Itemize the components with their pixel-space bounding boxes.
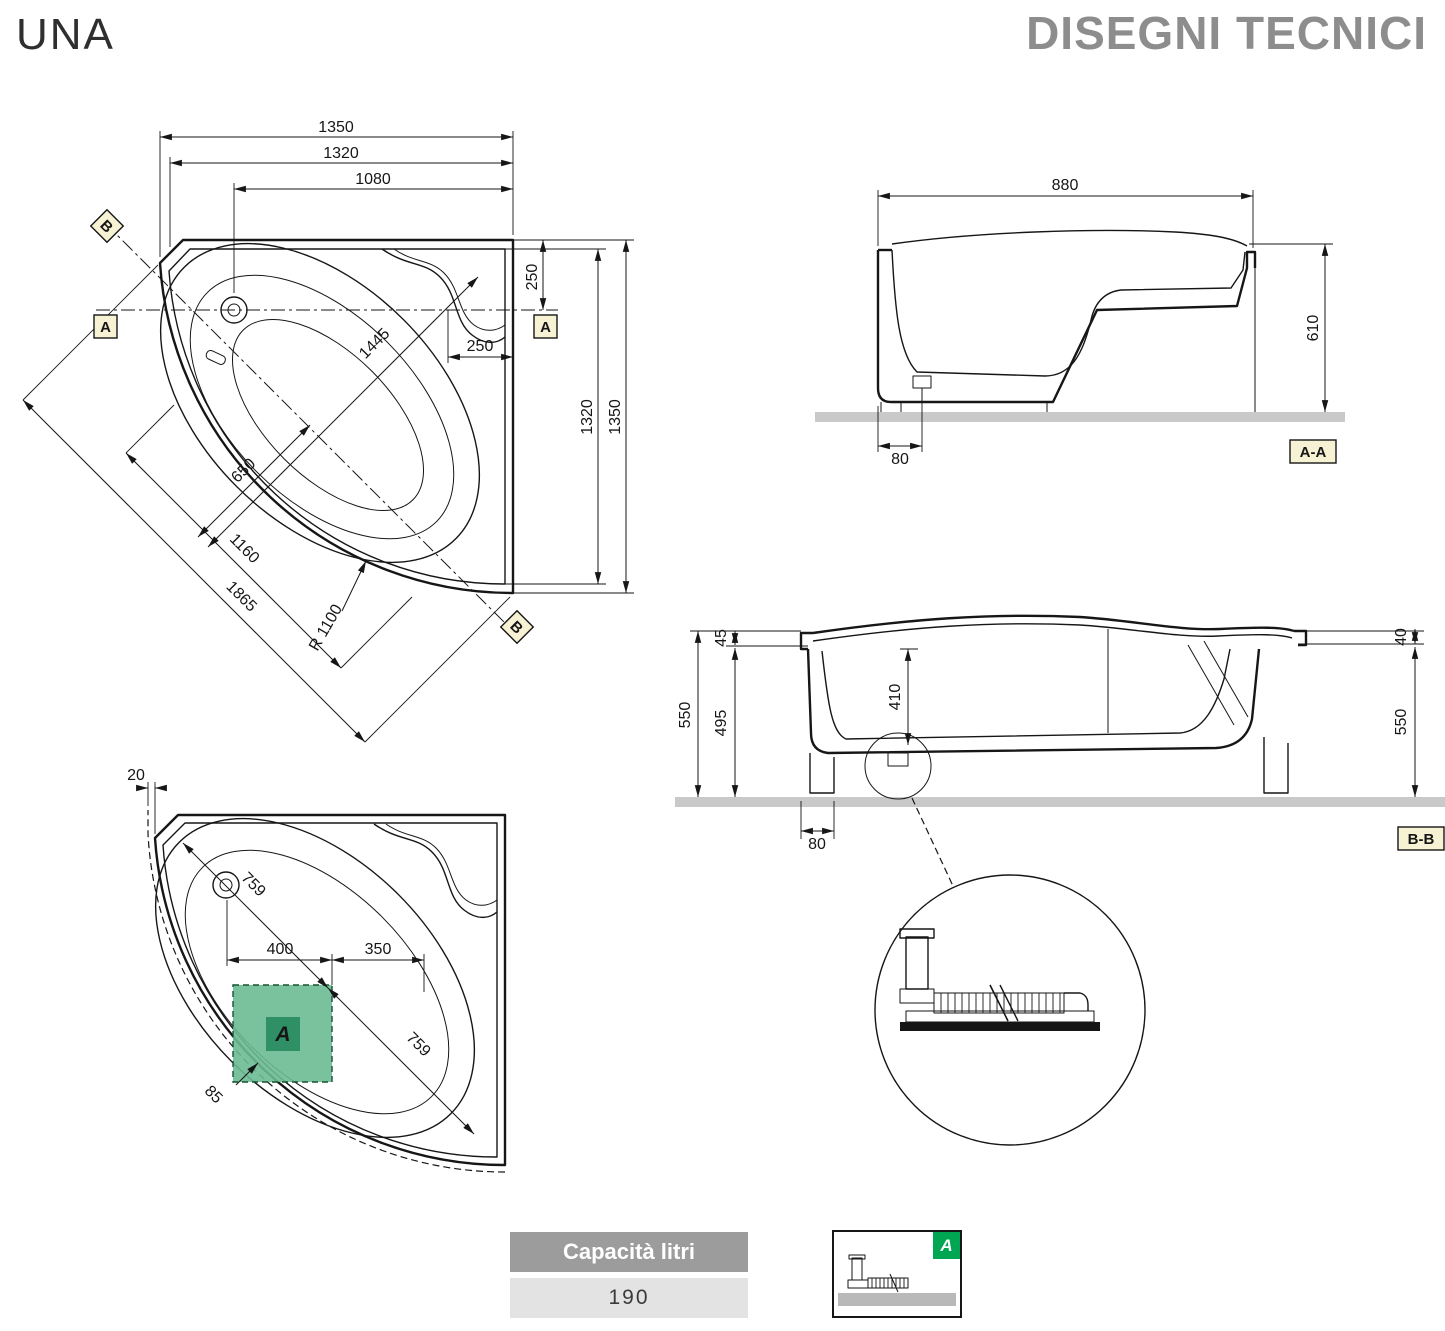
- dimension-labels: 45 550 495 410 40 550 80: [677, 628, 1410, 853]
- page-title: UNA: [16, 10, 115, 59]
- dim-plan-width-outer: 1350: [318, 119, 354, 136]
- dim-plan-diag-outer: 1865: [223, 578, 260, 615]
- dim-plan-corner-h: 250: [467, 338, 494, 355]
- overflow-slot: [205, 349, 226, 365]
- tub-section-profile: [799, 614, 1308, 794]
- capacity-table-value: 190: [510, 1278, 748, 1318]
- section-bb-tag-label: B-B: [1408, 831, 1435, 848]
- floor-line: [815, 412, 1345, 422]
- dim-bottom-offset: 20: [127, 767, 145, 784]
- legend-box: A: [832, 1230, 962, 1318]
- floor-line: [675, 797, 1445, 807]
- section-bb-view: 45 550 495 410 40 550 80 B-B: [675, 614, 1445, 1146]
- detail-leader-line: [911, 797, 954, 887]
- legend-area-badge: A: [933, 1232, 960, 1259]
- tub-section-profile: [876, 229, 1257, 412]
- dim-bb-drain-offset: 80: [808, 836, 826, 853]
- dimension-extension-lines: [690, 630, 1424, 839]
- corrugated-hose: [933, 984, 1089, 1022]
- dimension-lines: [136, 784, 475, 1135]
- dim-bb-rim-left: 45: [713, 629, 730, 647]
- section-marker-b-bottom: B: [499, 609, 535, 645]
- dimension-lines: [22, 133, 630, 743]
- dimension-lines: [694, 629, 1419, 835]
- section-marker-a-right: A: [533, 314, 558, 339]
- dim-plan-diag-basin: 1160: [226, 531, 262, 567]
- dim-bb-rim-right: 40: [1393, 628, 1410, 646]
- dimension-extension-lines: [877, 190, 1333, 452]
- faucet-hole: [212, 871, 240, 899]
- capacity-header-label: Capacità litri: [562, 1239, 696, 1264]
- dim-plan-width-faucet: 1080: [355, 171, 391, 188]
- centerlines: [96, 222, 558, 641]
- dim-bottom-area-left: 400: [267, 941, 294, 958]
- page-subtitle: DISEGNI TECNICI: [1026, 7, 1427, 59]
- dim-bb-height-left-inner: 495: [713, 710, 730, 737]
- legend-area-badge-label: A: [940, 1235, 953, 1255]
- dim-bottom-area-width: 350: [365, 941, 392, 958]
- dim-bb-height-right: 550: [1393, 709, 1410, 736]
- section-marker-b-top: B: [89, 208, 125, 244]
- dim-bottom-diag-upper: 759: [238, 869, 269, 900]
- section-aa-tag-label: A-A: [1300, 444, 1327, 461]
- section-aa-view: 880 610 80 A-A: [815, 177, 1345, 468]
- dim-plan-width-rim: 1320: [323, 145, 359, 162]
- plan-view-bottom: A 20 759 400 350 759 85: [127, 767, 507, 1173]
- dimension-lines: [878, 192, 1329, 450]
- section-aa-tag: A-A: [1289, 439, 1337, 464]
- drain-detail-circle: [874, 874, 1146, 1146]
- dim-aa-width: 880: [1052, 177, 1079, 194]
- plan-view-top: 1350 1320 1080 250 250 1445 650 1320 135…: [22, 119, 634, 743]
- dim-bb-height-left-outer: 550: [677, 702, 694, 729]
- capacity-table-header: Capacità litri: [510, 1232, 748, 1272]
- dim-plan-radius: R 1100: [306, 602, 346, 654]
- section-marker-a-right-label: A: [540, 319, 551, 336]
- drain-base-plate: [900, 1022, 1100, 1031]
- dim-bottom-apron: 85: [201, 1083, 226, 1108]
- section-marker-a-left: A: [93, 314, 118, 339]
- dim-bb-depth: 410: [887, 684, 904, 711]
- dim-plan-height-outer: 1350: [607, 399, 624, 435]
- dimension-labels: 880 610 80: [891, 177, 1322, 468]
- dim-bottom-diag-lower: 759: [403, 1029, 434, 1060]
- dim-plan-diag-total: 1445: [356, 325, 393, 362]
- capacity-value-text: 190: [608, 1286, 650, 1309]
- drain-assembly-icon: [847, 1254, 909, 1293]
- dim-plan-height-rim: 1320: [579, 399, 596, 435]
- dim-aa-height: 610: [1305, 315, 1322, 342]
- detail-callout-ring: [864, 732, 932, 800]
- overflow-standpipe: [905, 936, 929, 990]
- pump-access-area-label: A: [274, 1023, 290, 1046]
- section-marker-a-left-label: A: [100, 319, 111, 336]
- legend-ground-bar: [838, 1293, 956, 1306]
- basin-contours: [154, 817, 498, 1139]
- dim-aa-drain-offset: 80: [891, 451, 909, 468]
- section-bb-tag: B-B: [1397, 826, 1445, 851]
- pump-access-area: A: [232, 984, 333, 1083]
- dim-plan-corner-v: 250: [524, 264, 541, 291]
